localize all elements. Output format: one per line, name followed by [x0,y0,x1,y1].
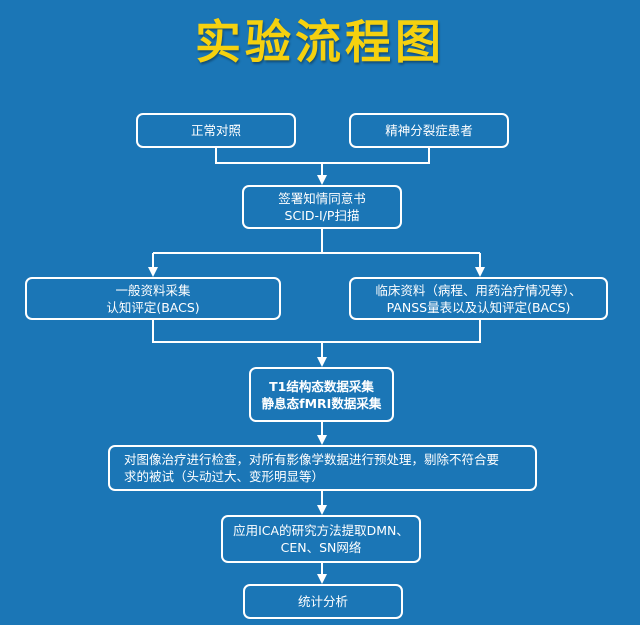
connector-consent-split [153,229,480,254]
node-text-line: 静息态fMRI数据采集 [261,395,382,411]
node-text-line: 一般资料采集 [115,282,191,298]
node-text-line: 精神分裂症患者 [385,123,473,138]
node-text-line: 对图像治疗进行检查，对所有影像学数据进行预处理，剔除不符合要 [124,452,500,467]
node-mri-acquisition: T1结构态数据采集静息态fMRI数据采集 [249,367,394,422]
node-control-group: 正常对照 [136,113,296,148]
node-text-line: 应用ICA的研究方法提取DMN、 [233,523,409,538]
page-title: 实验流程图 [195,15,445,69]
node-ica-extraction: 应用ICA的研究方法提取DMN、 CEN、SN网络 [221,515,421,563]
node-quality-control: 对图像治疗进行检查，对所有影像学数据进行预处理，剔除不符合要求的被试（头动过大、… [108,445,537,491]
node-text-line: 签署知情同意书 [278,191,366,206]
node-text-line: PANSS量表以及认知评定(BACS) [386,299,571,315]
node-general-data: 一般资料采集认知评定(BACS) [25,277,281,320]
node-text-line: 认知评定(BACS) [106,299,200,315]
node-text-line: SCID-I/P扫描 [284,208,360,223]
node-patient-group: 精神分裂症患者 [349,113,509,148]
node-text-line: CEN、SN网络 [280,540,362,555]
node-text-line: 正常对照 [190,123,241,138]
connector-control-merge [215,148,430,164]
node-consent-scid: 签署知情同意书 SCID-I/P扫描 [242,185,402,229]
node-text-line: 求的被试（头动过大、变形明显等） [124,469,325,484]
node-text-line: T1结构态数据采集 [269,378,374,394]
node-text-line: 临床资料（病程、用药治疗情况等）、 [375,282,582,298]
connector-info-merge [152,320,481,343]
node-clinical-data: 临床资料（病程、用药治疗情况等）、PANSS量表以及认知评定(BACS) [349,277,608,320]
node-statistics: 统计分析 [243,584,403,619]
node-text-line: 统计分析 [297,594,348,609]
